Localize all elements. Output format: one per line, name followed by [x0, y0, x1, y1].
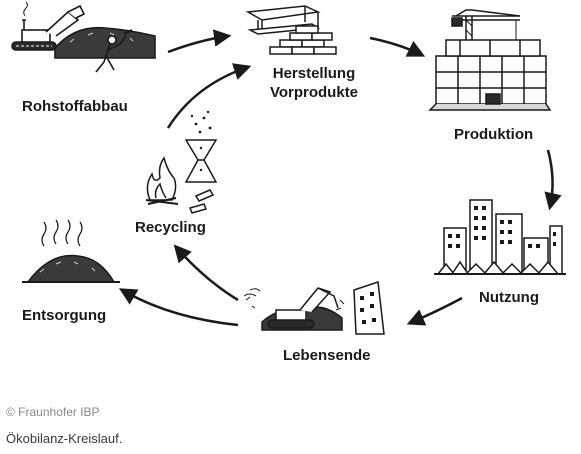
arrow-herstellung-to-produktion	[369, 36, 426, 57]
label-herstellung-line1: Herstellung	[272, 65, 356, 82]
construction-illustration	[428, 9, 552, 111]
arrow-lebensende-to-entsorgung	[118, 288, 239, 327]
arrow-lebensende-to-recycling	[173, 244, 239, 302]
materials-illustration	[245, 5, 337, 55]
label-produktion: Produktion	[454, 126, 534, 143]
landfill-illustration	[22, 219, 120, 283]
label-lebensende: Lebensende	[283, 347, 371, 364]
demolition-illustration	[243, 280, 385, 335]
arrow-produktion-to-nutzung	[544, 149, 562, 211]
label-entsorgung: Entsorgung	[22, 307, 107, 324]
label-rohstoffabbau: Rohstoffabbau	[22, 98, 128, 115]
arrow-nutzung-to-lebensende	[406, 296, 463, 326]
label-nutzung: Nutzung	[479, 289, 539, 306]
recycling-illustration	[145, 110, 218, 214]
diagram-drawing	[11, 1, 566, 335]
city-illustration	[434, 199, 566, 275]
arrow-recycling-to-herstellung	[166, 63, 252, 129]
label-herstellung-vorprodukte: Herstellung Vorprodukte	[262, 64, 366, 102]
caption-credit: © Fraunhofer IBP	[6, 405, 100, 419]
arrow-rohstoff-to-herstellung	[167, 29, 232, 54]
label-herstellung-line2: Vorprodukte	[269, 84, 359, 101]
label-recycling: Recycling	[135, 219, 206, 236]
mining-illustration	[11, 1, 156, 73]
caption-title: Ökobilanz-Kreislauf.	[6, 431, 123, 446]
